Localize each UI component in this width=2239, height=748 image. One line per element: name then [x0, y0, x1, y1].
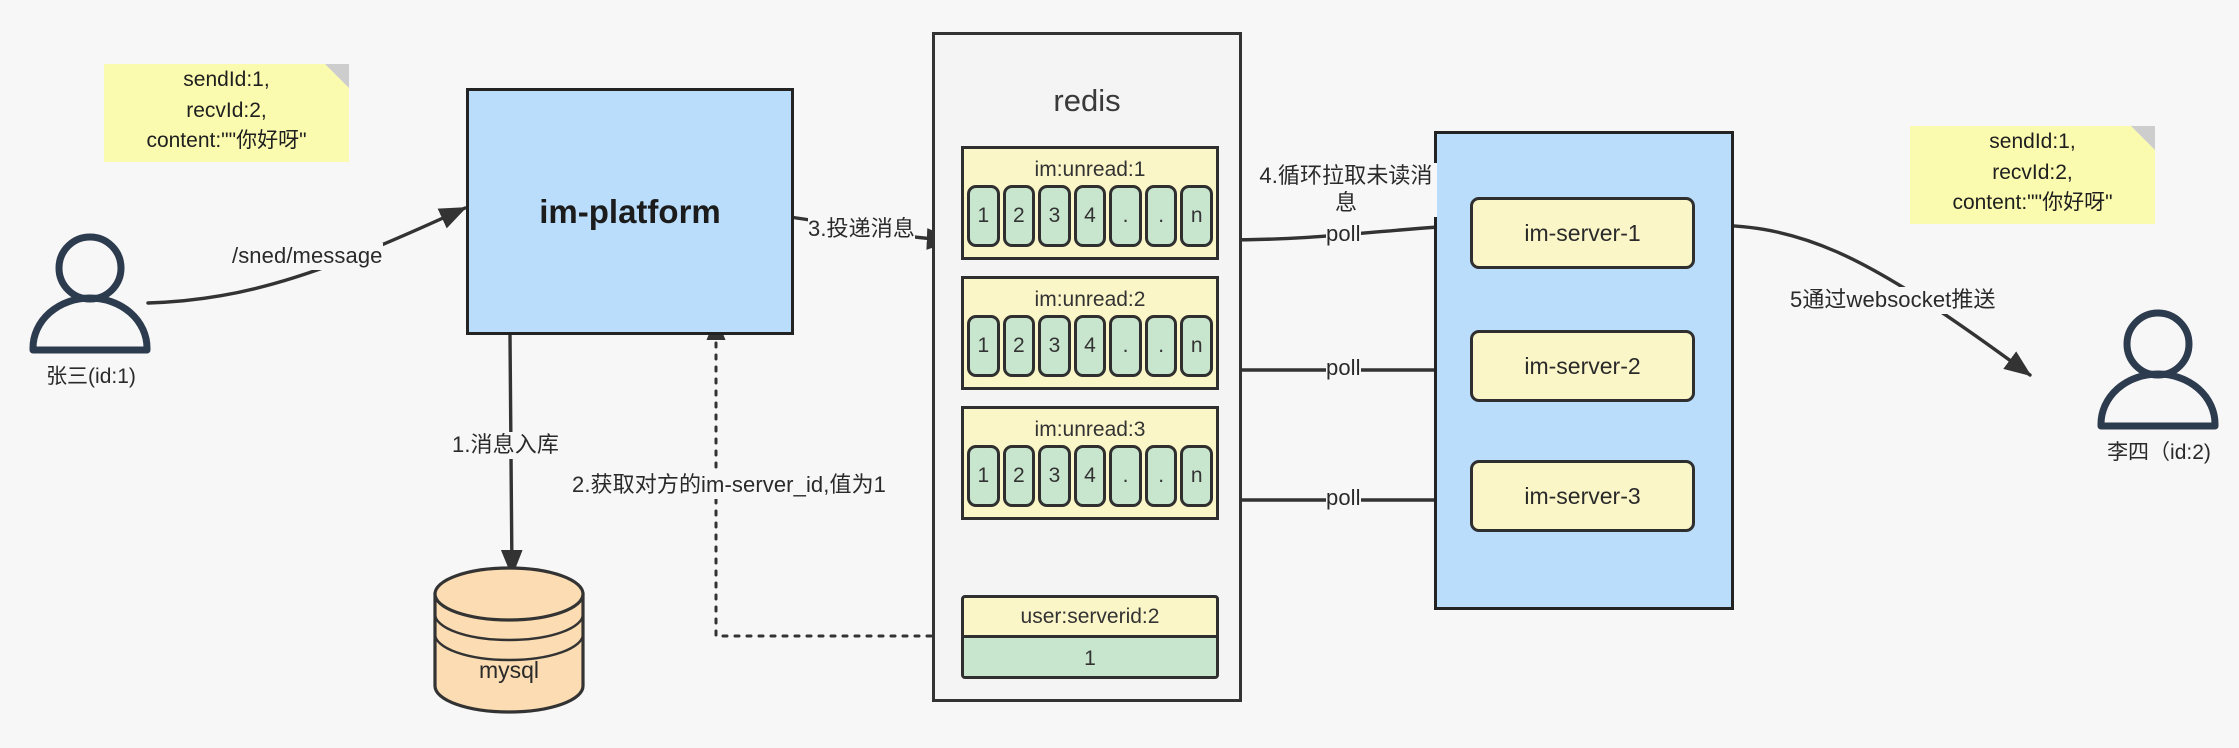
- note-fold-icon: [325, 64, 349, 88]
- redis-cell: n: [1180, 185, 1214, 247]
- note-right-line-2: recvId:2,: [1992, 160, 2073, 184]
- edge-label-step2: 2.获取对方的im-server_id,值为1: [572, 472, 887, 499]
- redis-list-cells-3: 1 2 3 4 . . n: [964, 445, 1216, 511]
- im-server-1-node[interactable]: im-server-1: [1470, 197, 1695, 269]
- redis-list-cells-2: 1 2 3 4 . . n: [964, 315, 1216, 381]
- note-fold-icon: [2131, 126, 2155, 150]
- redis-cell: 4: [1073, 445, 1107, 507]
- redis-cell: n: [1180, 315, 1214, 377]
- redis-cell: 3: [1038, 445, 1071, 507]
- edge-label-step1: 1.消息入库: [452, 432, 559, 459]
- edge-label-step5: 5通过websocket推送: [1790, 287, 1996, 314]
- redis-list-key-1: im:unread:1: [1034, 158, 1146, 181]
- edge-label-poll-2: poll: [1326, 355, 1361, 382]
- redis-container: redis im:unread:1 1 2 3 4 . . n im:unrea…: [932, 32, 1242, 702]
- redis-cell: .: [1144, 445, 1178, 507]
- redis-list-group-2[interactable]: im:unread:2 1 2 3 4 . . n: [961, 276, 1219, 390]
- receiver-actor-icon: [2097, 309, 2219, 430]
- redis-cell: 2: [1002, 185, 1036, 247]
- edge-label-send-message: /sned/message: [232, 243, 383, 270]
- redis-cell: n: [1180, 445, 1214, 507]
- redis-cell: .: [1109, 445, 1142, 507]
- redis-cell: .: [1109, 185, 1142, 247]
- edge-redis-to-platform-dotted: [706, 316, 957, 638]
- redis-cell: 3: [1038, 185, 1071, 247]
- note-right: sendId:1, recvId:2, content:""你好呀": [1910, 126, 2155, 224]
- redis-cell: 3: [1038, 315, 1071, 377]
- edge-sender-to-platform: [146, 206, 467, 305]
- receiver-label: 李四（id:2): [2107, 441, 2211, 464]
- note-left: sendId:1, recvId:2, content:""你好呀": [104, 64, 349, 162]
- sender-label: 张三(id:1): [46, 365, 136, 388]
- redis-list-group-3[interactable]: im:unread:3 1 2 3 4 . . n: [961, 406, 1219, 520]
- redis-cell: 1: [967, 185, 1000, 247]
- mysql-database-icon: [433, 566, 585, 714]
- redis-list-key-3: im:unread:3: [1034, 418, 1146, 441]
- redis-cell: 2: [1002, 315, 1036, 377]
- redis-cell: 2: [1002, 445, 1036, 507]
- redis-cell: .: [1109, 315, 1142, 377]
- note-left-line-2: recvId:2,: [186, 98, 267, 122]
- redis-cell: .: [1144, 185, 1178, 247]
- redis-cell: 1: [967, 315, 1000, 377]
- edge-label-poll-1: poll: [1326, 221, 1361, 248]
- redis-list-cells-1: 1 2 3 4 . . n: [964, 185, 1216, 251]
- edge-label-step3: 3.投递消息: [808, 216, 915, 243]
- note-left-line-1: sendId:1,: [183, 68, 270, 92]
- redis-cell: 1: [967, 445, 1000, 507]
- redis-list-key-2: im:unread:2: [1034, 288, 1146, 311]
- redis-cell: 4: [1073, 185, 1107, 247]
- edge-label-step4: 4.循环拉取未读消息: [1255, 163, 1437, 217]
- im-platform-node[interactable]: im-platform: [466, 88, 794, 335]
- edge-label-poll-3: poll: [1326, 485, 1361, 512]
- note-left-line-3: content:""你好呀": [146, 129, 307, 153]
- note-right-line-3: content:""你好呀": [1952, 191, 2113, 215]
- redis-cell: .: [1144, 315, 1178, 377]
- redis-kv-key: user:serverid:2: [1020, 605, 1160, 628]
- redis-kv-group[interactable]: user:serverid:2 1: [961, 595, 1219, 679]
- redis-list-group-1[interactable]: im:unread:1 1 2 3 4 . . n: [961, 146, 1219, 260]
- note-right-line-1: sendId:1,: [1989, 130, 2076, 154]
- im-server-2-node[interactable]: im-server-2: [1470, 330, 1695, 402]
- im-server-3-node[interactable]: im-server-3: [1470, 460, 1695, 532]
- redis-cell: 4: [1073, 315, 1107, 377]
- sender-actor-icon: [29, 233, 151, 354]
- mysql-label: mysql: [478, 657, 540, 683]
- im-server-container: im-server-1 im-server-2 im-server-3: [1434, 131, 1734, 610]
- redis-title: redis: [1053, 83, 1121, 118]
- redis-kv-value: 1: [964, 635, 1216, 676]
